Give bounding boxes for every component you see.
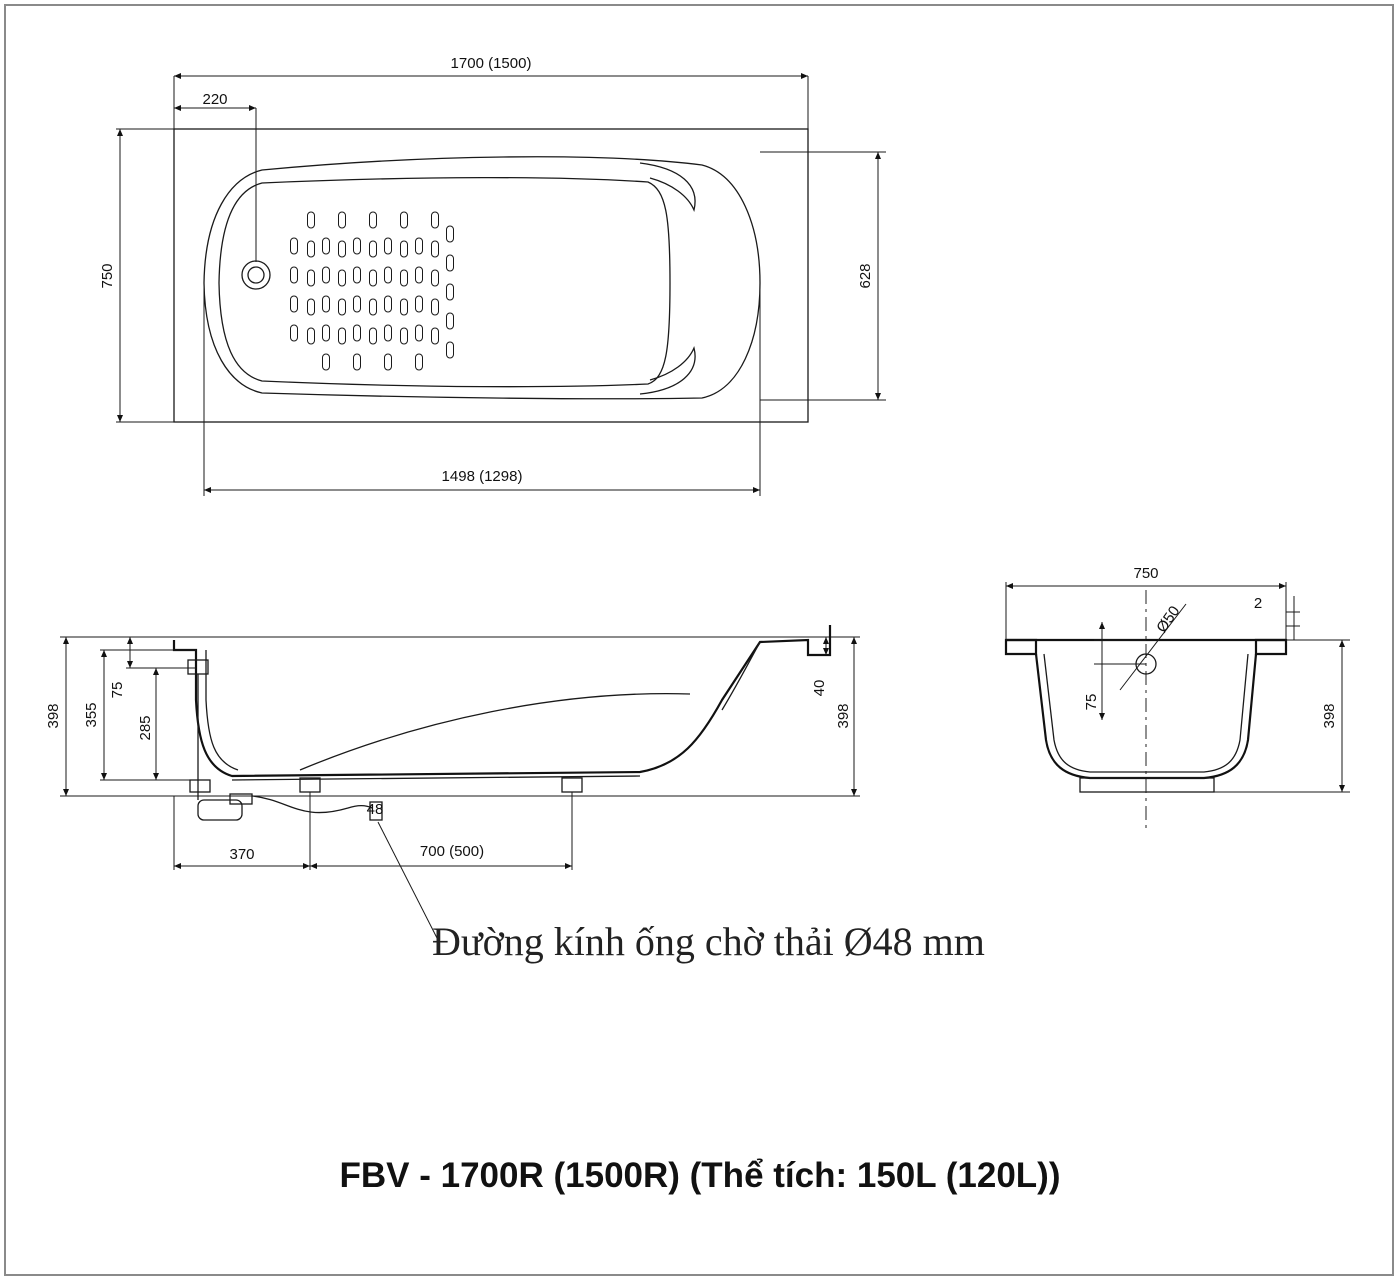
anti-slip-pad xyxy=(446,341,454,359)
anti-slip-pad xyxy=(384,353,392,371)
dim-side-285: 285 xyxy=(137,715,154,740)
anti-slip-pad xyxy=(307,240,315,258)
anti-slip-pad xyxy=(290,266,298,284)
anti-slip-pad xyxy=(353,266,361,284)
support-leg-1 xyxy=(299,777,321,793)
support-leg-2 xyxy=(561,777,583,793)
dim-rim-2: 2 xyxy=(1254,595,1262,612)
dim-side-355: 355 xyxy=(83,702,100,727)
anti-slip-pad xyxy=(322,237,330,255)
dim-overall-length: 1700 (1500) xyxy=(451,55,532,72)
drain-pipe-note: Đường kính ống chờ thải Ø48 mm xyxy=(432,919,985,964)
anti-slip-pad xyxy=(384,295,392,313)
dim-side-height-right: 398 xyxy=(835,703,852,728)
anti-slip-pad xyxy=(415,237,423,255)
anti-slip-pad xyxy=(415,353,423,371)
anti-slip-pad xyxy=(307,269,315,287)
dim-inner-width: 628 xyxy=(857,263,874,288)
tub-rim-outline xyxy=(173,128,809,423)
dim-rim-40: 40 xyxy=(811,680,828,697)
anti-slip-pad xyxy=(384,324,392,342)
top-view: 1700 (1500) 220 750 628 1498 (1298) xyxy=(99,55,886,496)
anti-slip-pad xyxy=(307,327,315,345)
anti-slip-pad xyxy=(384,237,392,255)
anti-slip-pad xyxy=(400,211,408,229)
anti-slip-pad xyxy=(338,298,346,316)
anti-slip-pad xyxy=(400,269,408,287)
dim-leg-offset: 370 xyxy=(229,846,254,863)
note-leader-line xyxy=(377,821,439,941)
anti-slip-pad xyxy=(384,266,392,284)
dim-inner-length: 1498 (1298) xyxy=(442,468,523,485)
drain-assembly: 48 xyxy=(187,659,384,821)
side-view: 48 398 355 75 285 40 398 370 700 (500) xyxy=(45,625,860,941)
anti-slip-pad xyxy=(338,240,346,258)
dim-side-75: 75 xyxy=(109,682,126,699)
anti-slip-pad xyxy=(290,324,298,342)
anti-slip-pad xyxy=(446,225,454,243)
dim-overflow-diameter: Ø50 xyxy=(1153,603,1183,636)
dim-drain-offset: 220 xyxy=(202,91,227,108)
anti-slip-pad xyxy=(322,324,330,342)
anti-slip-pad xyxy=(338,211,346,229)
drain-pipe-label: 48 xyxy=(367,801,384,818)
anti-slip-pad xyxy=(431,327,439,345)
dim-overflow-75: 75 xyxy=(1083,694,1100,711)
anti-slip-pad xyxy=(431,211,439,229)
anti-slip-pad xyxy=(431,240,439,258)
tub-bottom-curve xyxy=(299,693,691,771)
anti-slip-pad xyxy=(431,298,439,316)
anti-slip-pad xyxy=(415,266,423,284)
anti-slip-pad xyxy=(290,237,298,255)
anti-slip-pad xyxy=(400,327,408,345)
anti-slip-pad xyxy=(322,266,330,284)
tub-side-profile xyxy=(172,625,832,778)
anti-slip-pad xyxy=(446,254,454,272)
anti-slip-pad xyxy=(338,327,346,345)
anti-slip-pad xyxy=(415,324,423,342)
anti-slip-pattern xyxy=(290,211,454,371)
end-view: Ø50 750 2 75 398 xyxy=(1004,565,1350,830)
anti-slip-pad xyxy=(431,269,439,287)
anti-slip-pad xyxy=(338,269,346,287)
anti-slip-pad xyxy=(369,240,377,258)
tub-end-base xyxy=(1079,777,1215,793)
anti-slip-pad xyxy=(353,353,361,371)
dim-end-height: 398 xyxy=(1321,703,1338,728)
dim-leg-spacing: 700 (500) xyxy=(420,843,484,860)
anti-slip-pad xyxy=(369,298,377,316)
armrest-top xyxy=(639,162,696,213)
anti-slip-pad xyxy=(322,295,330,313)
anti-slip-pad xyxy=(369,327,377,345)
dim-side-height-left: 398 xyxy=(45,703,62,728)
tub-basin-outer xyxy=(203,156,761,400)
anti-slip-pad xyxy=(353,237,361,255)
anti-slip-pad xyxy=(369,211,377,229)
dim-end-width: 750 xyxy=(1133,565,1158,582)
anti-slip-pad xyxy=(446,283,454,301)
anti-slip-pad xyxy=(307,298,315,316)
drain-outer xyxy=(241,260,271,290)
anti-slip-pad xyxy=(307,211,315,229)
dim-overall-width: 750 xyxy=(99,263,116,288)
anti-slip-pad xyxy=(400,240,408,258)
anti-slip-pad xyxy=(290,295,298,313)
anti-slip-pad xyxy=(353,324,361,342)
model-caption: FBV - 1700R (1500R) (Thể tích: 150L (120… xyxy=(339,1156,1061,1195)
anti-slip-pad xyxy=(400,298,408,316)
anti-slip-pad xyxy=(322,353,330,371)
anti-slip-pad xyxy=(446,312,454,330)
anti-slip-pad xyxy=(415,295,423,313)
anti-slip-pad xyxy=(369,269,377,287)
tub-basin-inner xyxy=(218,176,671,388)
drain-inner xyxy=(247,266,265,284)
armrest-bottom xyxy=(639,345,696,395)
anti-slip-pad xyxy=(353,295,361,313)
